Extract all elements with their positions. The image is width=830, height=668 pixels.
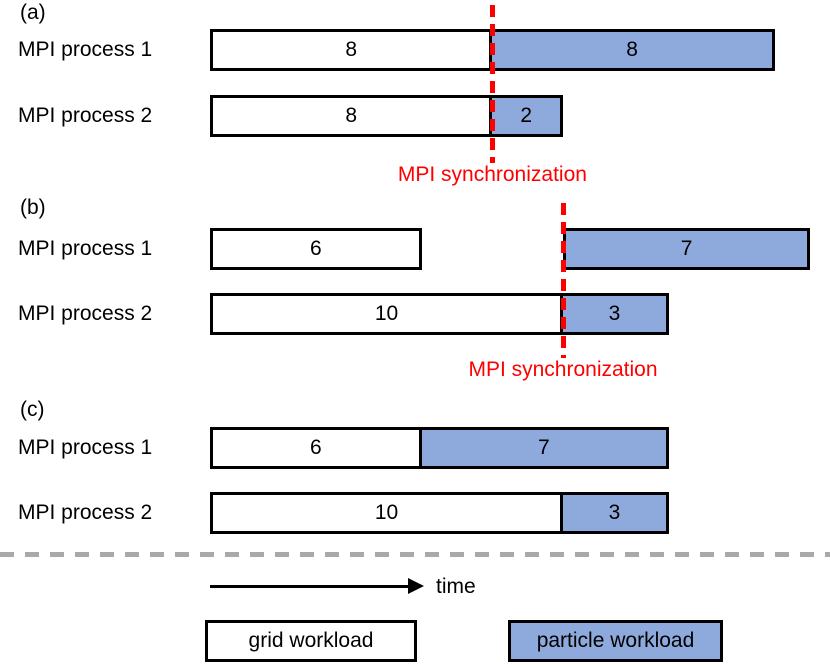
grid-workload-segment: 8 xyxy=(210,95,493,137)
sync-line-b xyxy=(560,203,566,358)
time-arrow xyxy=(210,585,408,588)
legend-particle-workload: particle workload xyxy=(508,620,723,662)
grid-workload-segment: 6 xyxy=(210,228,422,270)
dashed-divider xyxy=(0,552,830,557)
process-label-a2: MPI process 2 xyxy=(18,104,153,127)
grid-workload-segment: 8 xyxy=(210,29,493,71)
time-axis-label: time xyxy=(436,575,476,598)
panel-b-label: (b) xyxy=(20,196,46,219)
sync-label-a: MPI synchronization xyxy=(397,163,587,186)
time-arrow-head-icon xyxy=(408,578,424,594)
particle-workload-segment: 2 xyxy=(489,95,563,137)
process-label-b2: MPI process 2 xyxy=(18,302,153,325)
particle-workload-segment: 8 xyxy=(489,29,775,71)
sync-line-a xyxy=(489,5,495,163)
particle-workload-segment: 3 xyxy=(560,492,669,534)
process-label-c1: MPI process 1 xyxy=(18,436,153,459)
process-label-a1: MPI process 1 xyxy=(18,38,153,61)
process-label-c2: MPI process 2 xyxy=(18,501,153,524)
particle-workload-segment: 3 xyxy=(560,293,669,335)
legend-grid-workload: grid workload xyxy=(205,620,417,662)
grid-workload-segment: 10 xyxy=(210,492,563,534)
panel-a-label: (a) xyxy=(20,1,46,24)
panel-c-label: (c) xyxy=(20,398,45,421)
particle-workload-segment: 7 xyxy=(563,228,811,270)
grid-workload-segment: 10 xyxy=(210,293,563,335)
particle-workload-segment: 7 xyxy=(418,427,669,469)
sync-label-b: MPI synchronization xyxy=(468,358,658,381)
grid-workload-segment: 6 xyxy=(210,427,422,469)
process-label-b1: MPI process 1 xyxy=(18,237,153,260)
